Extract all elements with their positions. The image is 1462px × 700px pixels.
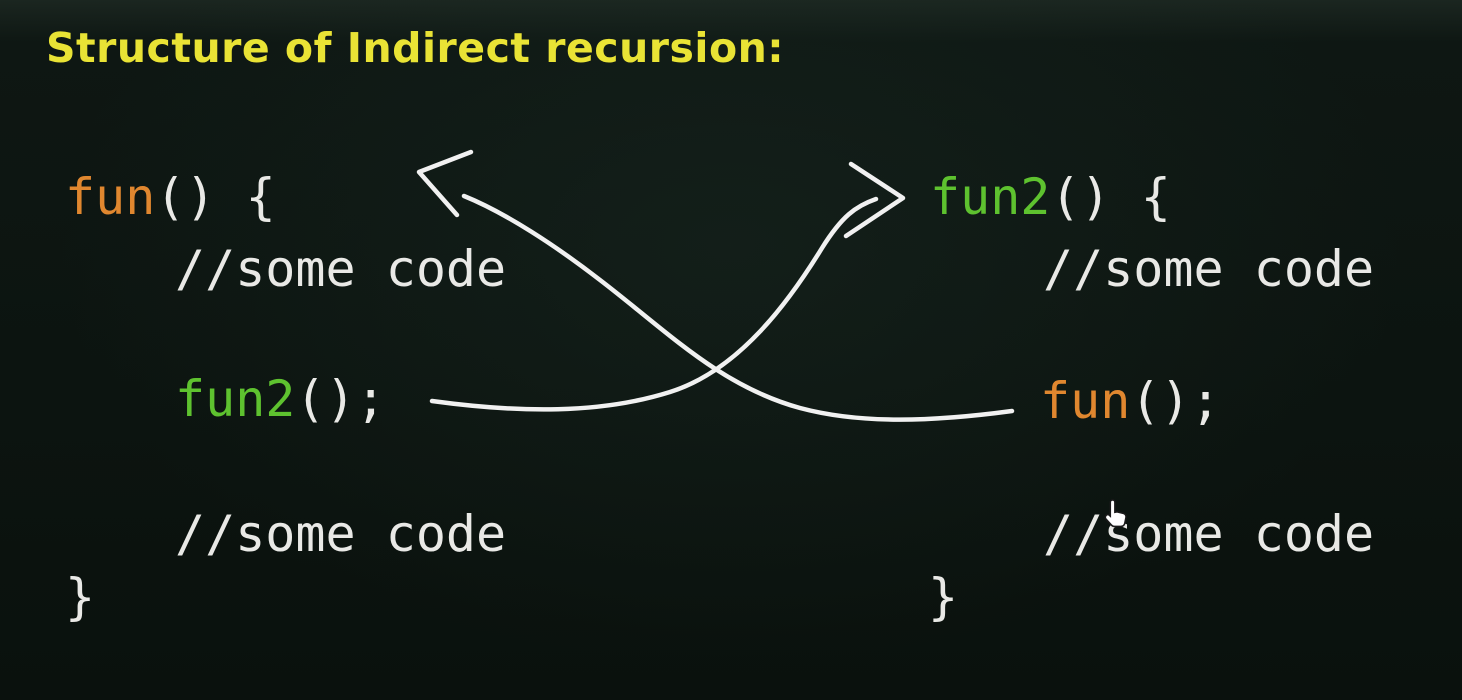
right-fun2-signature-rest: () { [1050,168,1171,226]
arrow-left-call-to-fun2-icon [429,161,906,412]
arrow-right-call-to-fun-icon [416,149,1015,422]
left-call-name: fun2 [175,370,296,428]
left-closing-brace: } [65,568,96,626]
left-fun2-call: fun2(); [175,372,386,427]
left-fun-signature: fun() { [65,170,276,225]
right-comment-top: //some code [1043,240,1375,298]
left-call-rest: (); [295,370,386,428]
right-comment-bottom: //some code [1043,505,1375,563]
right-fun2-signature: fun2() { [930,170,1171,225]
right-call-name: fun [1040,372,1131,430]
hand-cursor-icon [1104,499,1127,528]
page-title: Structure of Indirect recursion: [46,24,785,72]
right-fun-call: fun(); [1040,374,1221,429]
left-fun-signature-rest: () { [155,168,276,226]
right-closing-brace: } [928,568,959,626]
right-call-rest: (); [1130,372,1221,430]
left-comment-bottom: //some code [175,505,507,563]
right-fun2-name: fun2 [930,168,1051,226]
left-fun-name: fun [65,168,156,226]
left-comment-top: //some code [175,240,507,298]
